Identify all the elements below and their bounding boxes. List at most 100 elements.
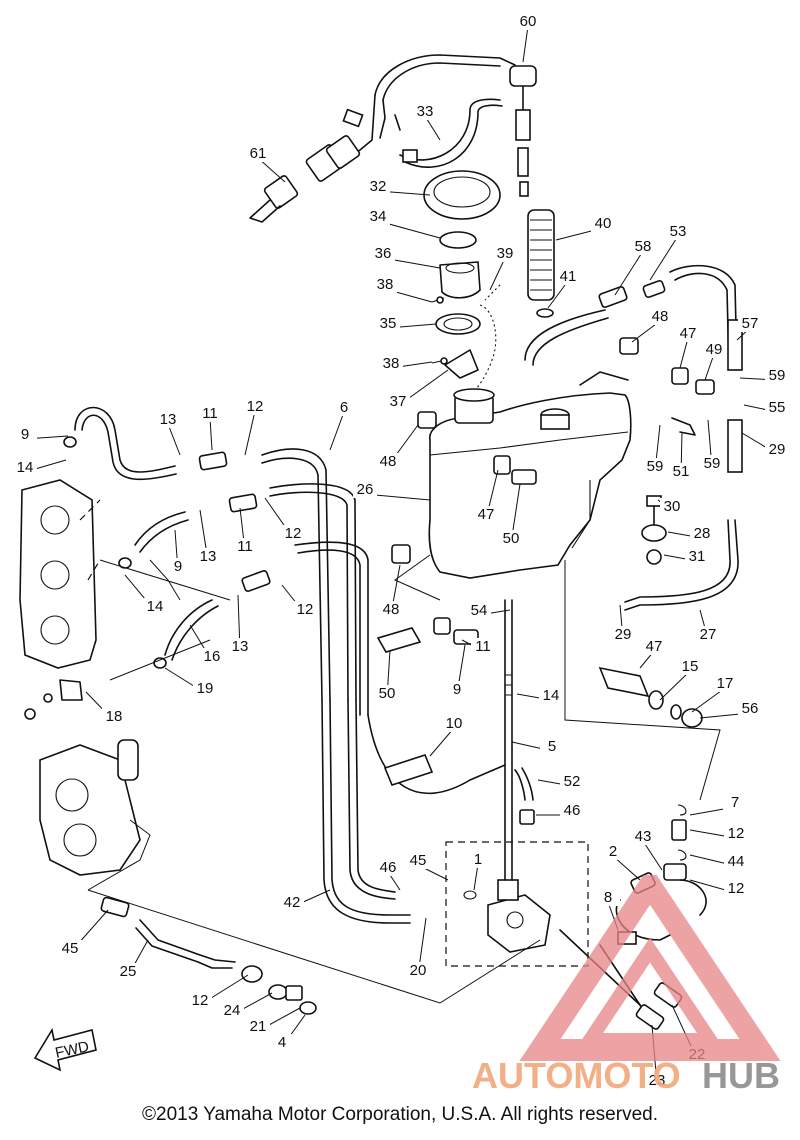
callout-label-bg [379,355,403,372]
callout-label-bg [493,245,517,262]
callout-number: 19 [197,680,214,697]
callout-number: 59 [704,455,721,472]
callout-label-bg [556,268,580,285]
callout-label-bg [376,453,400,470]
callout-label-bg [765,399,789,416]
callout-label-bg [445,681,469,698]
callout-label-bg [560,802,584,819]
callout-label-bg [246,1018,270,1035]
callout-label-bg [406,962,430,979]
callout-label-bg [560,773,584,790]
callout-label-bg [371,245,395,262]
callout-leader-line [522,25,529,63]
callout-number: 12 [728,880,745,897]
tank-hoses [524,264,743,611]
callout-label-bg [13,426,37,443]
callout-number: 61 [250,145,267,162]
callout-label-bg [188,992,212,1009]
callout-label-bg [499,530,523,547]
watermark-text-hub: HUB [702,1055,780,1095]
callout-label-bg [631,828,655,845]
engine-block [19,479,101,720]
callout-label-bg [280,894,304,911]
callout-number: 25 [120,963,137,980]
callout-label-bg [642,638,666,655]
callout-label-bg [228,638,252,655]
watermark-triangle [519,865,781,1061]
callout-label-bg [243,398,267,415]
callout-label-bg [353,481,377,498]
oil-level-sensor-wiring [342,54,516,168]
callout-number: 50 [503,530,520,547]
callout-label-bg [540,738,564,755]
callout-label-bg [366,178,390,195]
callout-label-bg [196,548,220,565]
callout-label-bg [516,13,540,30]
callout-label-bg [58,940,82,957]
callout-number: 12 [728,825,745,842]
callout-label-bg [596,889,620,906]
callout-label-bg [281,525,305,542]
oil-level-gauge-60 [509,65,537,197]
callout-number: 24 [224,1002,241,1019]
callout-label-bg [702,341,726,358]
callout-number: 11 [202,405,218,422]
callout-label-bg [631,238,655,255]
copyright-footer: ©2013 Yamaha Motor Corporation, U.S.A. A… [142,1104,658,1125]
oil-pump-assembly [445,599,589,967]
callout-number: 9 [174,558,182,575]
callout-number: 45 [410,852,427,869]
callout-number: 13 [160,411,177,428]
callout-number: 10 [446,715,463,732]
callout-label-bg [467,602,491,619]
callout-number: 40 [595,215,612,232]
callout-label-bg [690,525,714,542]
callout-number: 38 [383,355,400,372]
callout-label-bg [466,851,490,868]
callout-number: 48 [380,453,397,470]
filler-cap-assembly [423,170,501,401]
callout-number: 46 [380,859,397,876]
callout-number: 46 [564,802,581,819]
callout-number: 31 [689,548,706,565]
callout-number: 16 [204,648,221,665]
callout-leader-line [489,257,506,291]
callout-number: 14 [543,687,560,704]
callout-number: 23 [649,1072,666,1089]
callout-number: 18 [106,708,123,725]
callout-number: 6 [340,399,348,416]
callout-number: 9 [21,426,29,443]
callout-label-bg [660,498,684,515]
callout-number: 39 [497,245,514,262]
callout-label-bg [332,399,356,416]
callout-label-bg [376,859,400,876]
callout-number: 1 [474,851,482,868]
callout-label-bg [220,1002,244,1019]
callout-number: 12 [297,601,314,618]
callout-label-bg [442,715,466,732]
callout-label-bg [724,880,748,897]
callout-number: 12 [285,525,302,542]
callout-number: 21 [250,1018,267,1035]
callout-label-bg [270,1034,294,1051]
callout-leader-line [429,727,455,757]
tank-fittings [391,337,715,645]
callout-number: 30 [664,498,681,515]
callout-label-bg [678,658,702,675]
upper-hoses [63,406,369,716]
callout-number: 36 [375,245,392,262]
callout-label-bg [648,308,672,325]
callout-label-bg [156,411,180,428]
callout-number: 47 [478,506,495,523]
callout-number: 41 [560,268,577,285]
callout-number: 44 [728,853,745,870]
callout-label-bg [669,463,693,480]
callout-number: 43 [635,828,652,845]
callout-number: 42 [284,894,301,911]
callout-label-bg [406,852,430,869]
callout-number: 47 [646,638,663,655]
oil-tank-26 [428,371,632,579]
callout-leader-line [167,423,181,456]
watermark-logo: AUTOMOTO HUB [470,865,800,1096]
